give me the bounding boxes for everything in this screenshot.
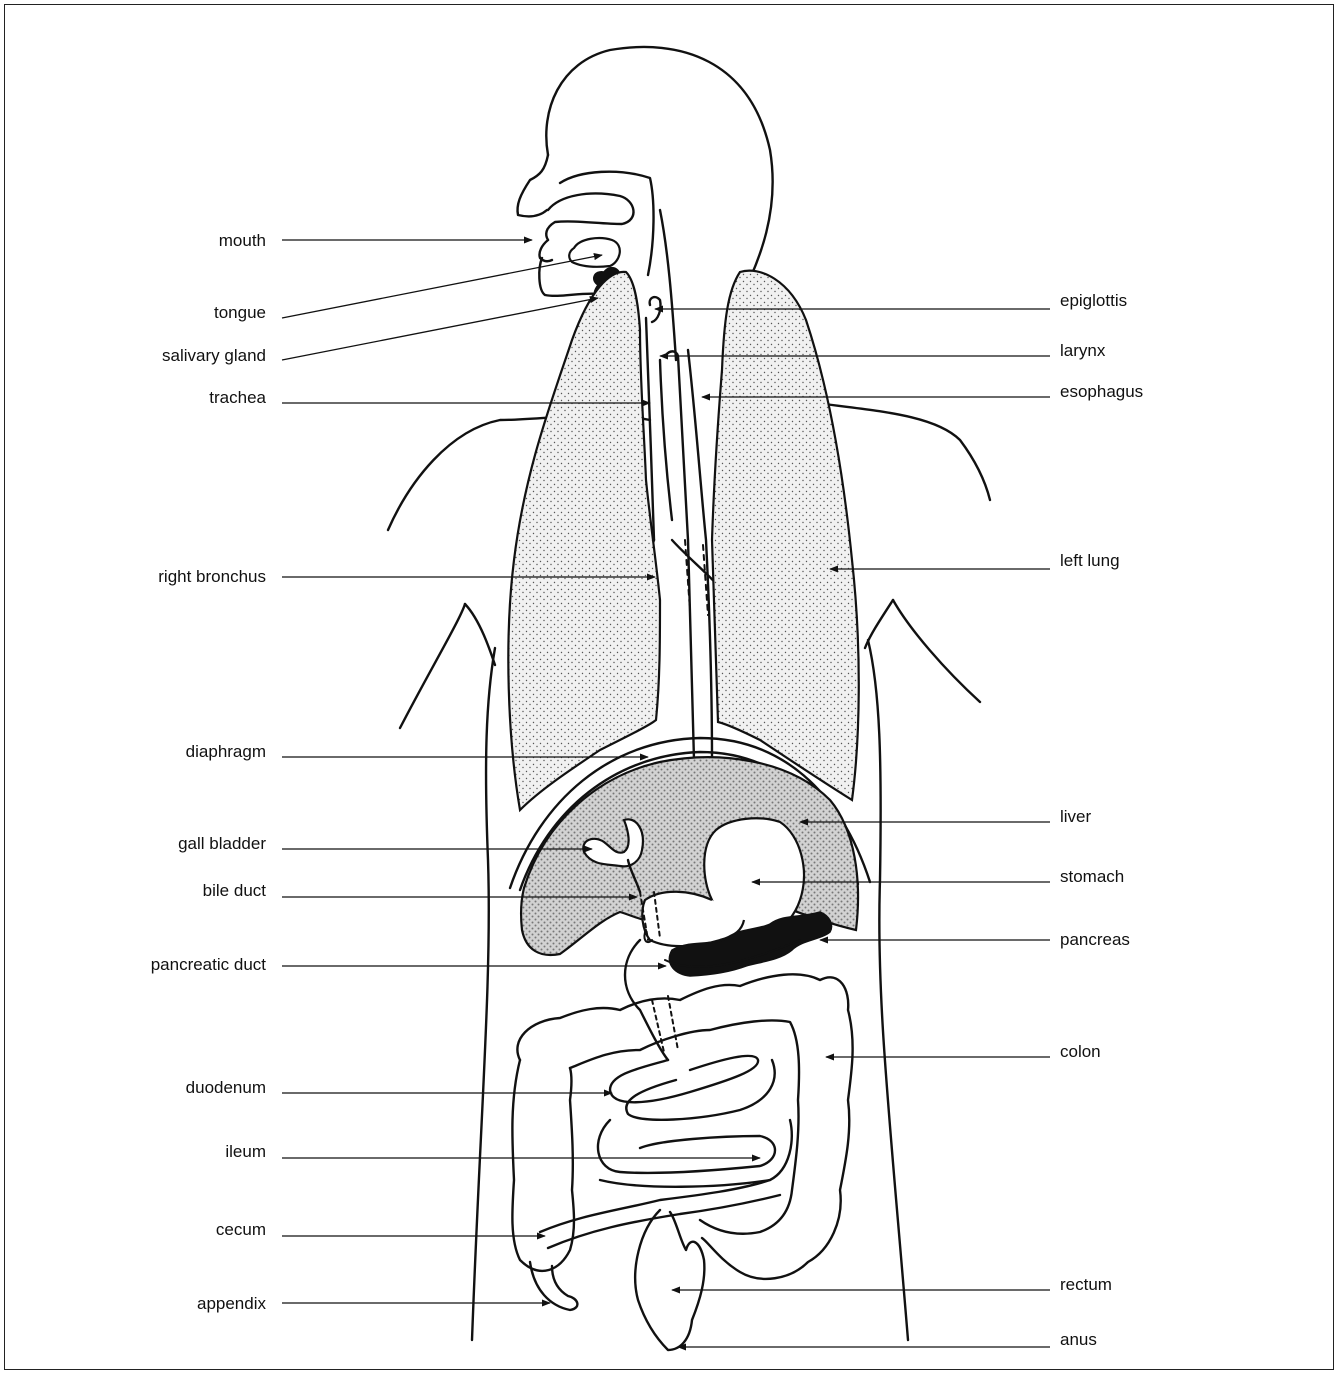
colon (512, 974, 852, 1350)
left-lung-shape (712, 271, 859, 800)
small-intestine (540, 940, 792, 1248)
label-trachea: trachea (209, 388, 266, 407)
colon-outer (517, 974, 852, 1279)
salivary-gland-leader (282, 298, 598, 360)
tongue-shape (569, 238, 620, 267)
labels-right: epiglottis larynx esophagus left lung li… (1060, 291, 1143, 1349)
label-mouth: mouth (219, 231, 266, 250)
label-colon: colon (1060, 1042, 1101, 1061)
label-left-lung: left lung (1060, 551, 1120, 570)
label-esophagus: esophagus (1060, 382, 1143, 401)
label-pancreas: pancreas (1060, 930, 1130, 949)
label-tongue: tongue (214, 303, 266, 322)
label-salivary-gland: salivary gland (162, 346, 266, 365)
label-cecum: cecum (216, 1220, 266, 1239)
label-epiglottis: epiglottis (1060, 291, 1127, 310)
label-anus: anus (1060, 1330, 1097, 1349)
label-appendix: appendix (197, 1294, 267, 1313)
label-diaphragm: diaphragm (186, 742, 266, 761)
tongue-leader (282, 255, 602, 318)
label-bile-duct: bile duct (203, 881, 267, 900)
oral-cavity (539, 172, 653, 304)
body-outline (388, 47, 990, 1340)
label-pancreatic-duct: pancreatic duct (151, 955, 267, 974)
label-duodenum: duodenum (186, 1078, 266, 1097)
label-rectum: rectum (1060, 1275, 1112, 1294)
label-larynx: larynx (1060, 341, 1106, 360)
lungs (508, 271, 858, 810)
labels-left: mouth tongue salivary gland trachea righ… (151, 231, 267, 1313)
label-right-bronchus: right bronchus (158, 567, 266, 586)
label-liver: liver (1060, 807, 1092, 826)
right-lung-shape (508, 272, 660, 810)
rectum-shape (635, 1210, 704, 1350)
label-ileum: ileum (225, 1142, 266, 1161)
label-stomach: stomach (1060, 867, 1124, 886)
label-gall-bladder: gall bladder (178, 834, 266, 853)
